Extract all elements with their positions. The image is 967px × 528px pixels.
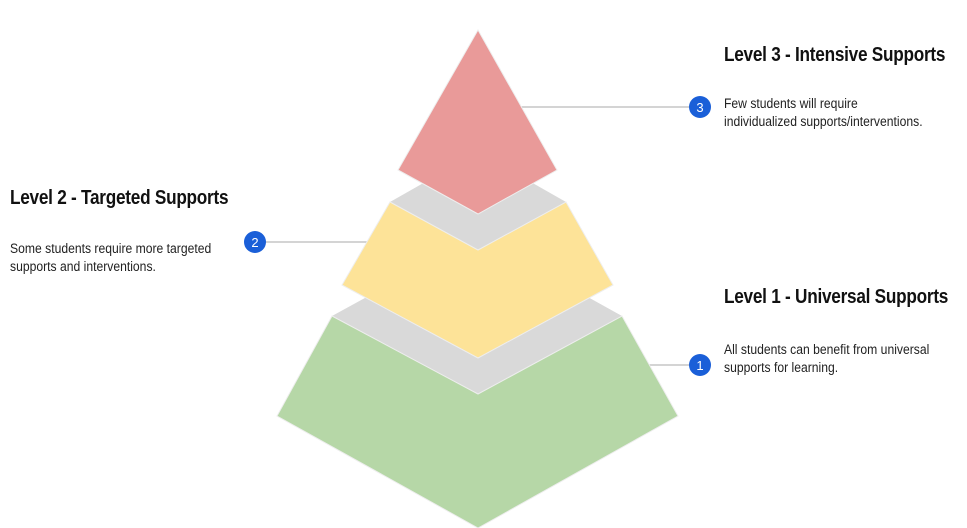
- pyramid-level-1: [276, 315, 679, 528]
- level-3-annotation: Level 3 - Intensive Supports Few student…: [724, 44, 967, 131]
- level-1-description: All students can benefit from universal …: [724, 341, 959, 377]
- level-1-marker: 1: [689, 354, 711, 376]
- level-2-marker: 2: [244, 231, 266, 253]
- level-1-number: 1: [696, 358, 703, 373]
- level-3-marker: 3: [689, 96, 711, 118]
- level-2-description: Some students require more targeted supp…: [10, 240, 238, 276]
- level-3-title: Level 3 - Intensive Supports: [724, 44, 946, 66]
- level-1-annotation: Level 1 - Universal Supports All student…: [724, 286, 967, 377]
- level-2-annotation: Level 2 - Targeted Supports Some student…: [10, 187, 264, 276]
- level-2-description-line: Some students require more targeted: [10, 241, 212, 256]
- pyramid-level-3: [397, 28, 558, 215]
- level-2-number: 2: [251, 235, 258, 250]
- level-3-description-line: Few students will require: [724, 96, 858, 111]
- level-2-title: Level 2 - Targeted Supports: [10, 187, 229, 209]
- level-3-description-line: individualized supports/interventions.: [724, 114, 923, 129]
- level-1-title: Level 1 - Universal Supports: [724, 286, 949, 308]
- level-3-number: 3: [696, 100, 703, 115]
- pyramid-level-2: [341, 201, 614, 359]
- level-3-description: Few students will require individualized…: [724, 95, 956, 131]
- level-1-description-line: All students can benefit from universal: [724, 342, 930, 357]
- level-1-description-line: supports for learning.: [724, 360, 839, 375]
- level-2-description-line: supports and interventions.: [10, 259, 156, 274]
